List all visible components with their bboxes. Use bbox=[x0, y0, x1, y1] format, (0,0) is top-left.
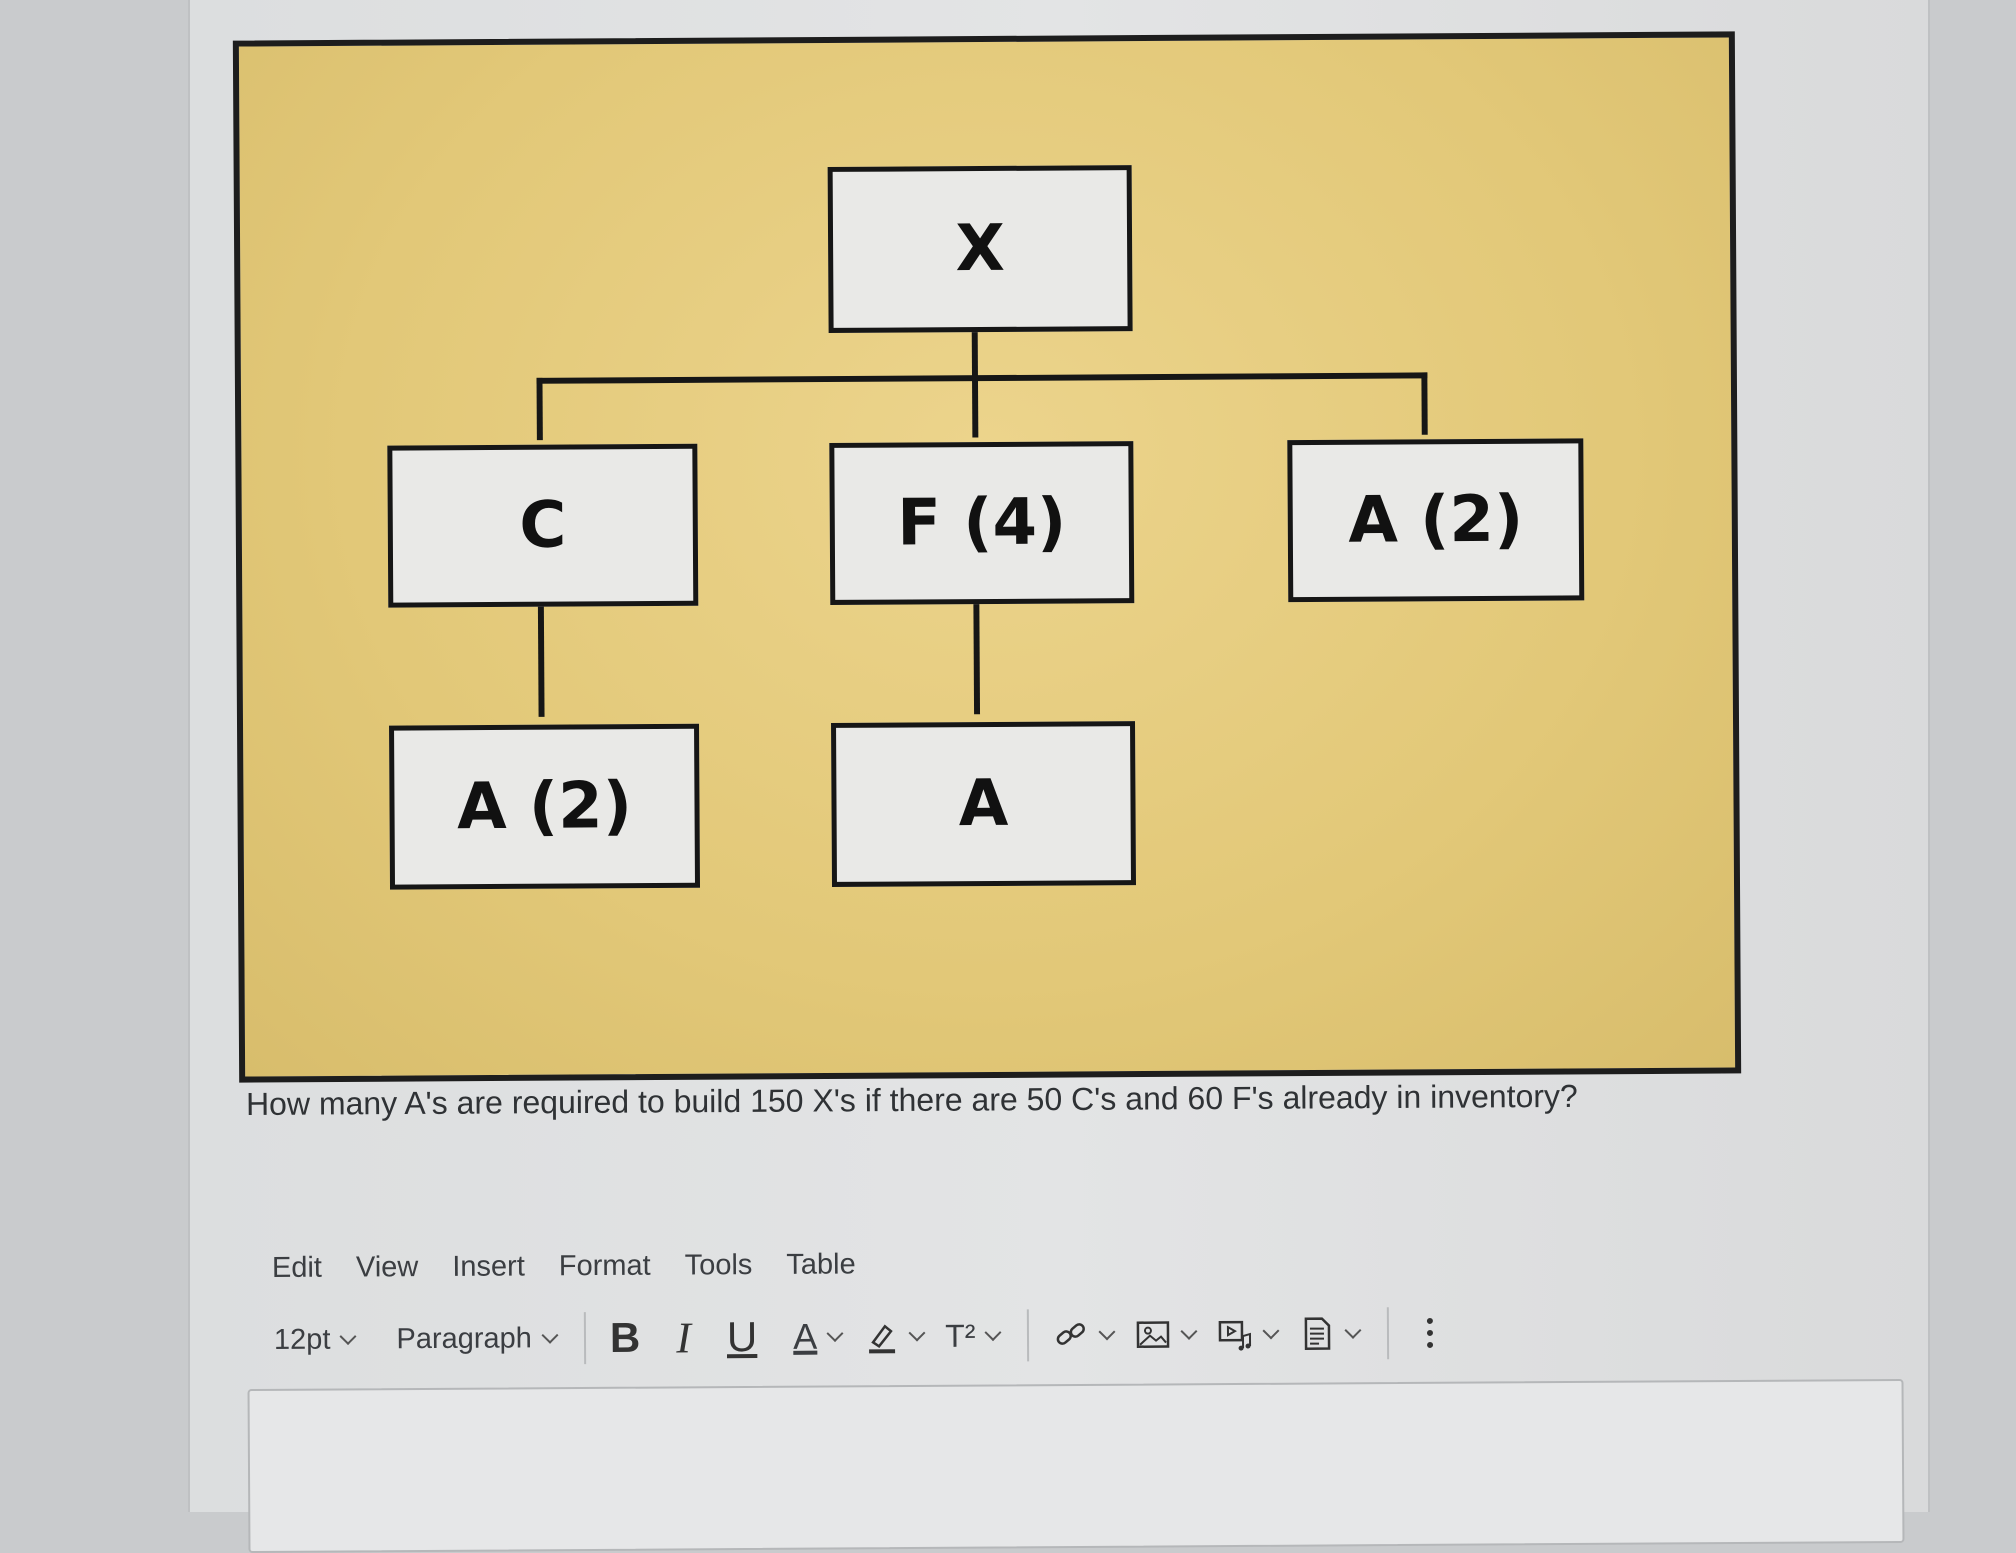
connector-f-to-a bbox=[976, 596, 977, 715]
node-a-under-f: A bbox=[831, 721, 1136, 887]
text-color-icon: A bbox=[793, 1316, 817, 1358]
chevron-down-icon bbox=[1263, 1322, 1280, 1339]
editor-toolbar: 12pt Paragraph B I U A T² bbox=[274, 1301, 1704, 1370]
media-icon bbox=[1217, 1316, 1253, 1352]
chevron-down-icon bbox=[1345, 1322, 1362, 1339]
highlight-button[interactable] bbox=[863, 1318, 923, 1354]
node-x: X bbox=[828, 165, 1133, 333]
toolbar-divider bbox=[584, 1312, 586, 1364]
chevron-down-icon bbox=[1181, 1323, 1198, 1340]
node-a-under-c-label: A (2) bbox=[457, 769, 632, 844]
more-options-icon[interactable] bbox=[1427, 1318, 1433, 1348]
text-color-button[interactable]: A bbox=[793, 1316, 841, 1358]
chevron-down-icon bbox=[340, 1328, 357, 1345]
menu-table[interactable]: Table bbox=[786, 1248, 856, 1292]
connector-c-to-a bbox=[541, 598, 542, 717]
editor-menubar: Edit View Insert Format Tools Table bbox=[272, 1248, 856, 1296]
media-button[interactable] bbox=[1217, 1316, 1277, 1352]
chevron-down-icon bbox=[909, 1325, 926, 1342]
node-f: F (4) bbox=[829, 441, 1134, 605]
bold-button[interactable]: B bbox=[610, 1314, 641, 1362]
node-a-under-c: A (2) bbox=[389, 724, 700, 890]
block-format-select[interactable]: Paragraph bbox=[396, 1322, 556, 1356]
image-button[interactable] bbox=[1135, 1316, 1195, 1352]
chevron-down-icon bbox=[827, 1325, 844, 1342]
answer-editor-textarea[interactable] bbox=[248, 1379, 1905, 1553]
document-icon bbox=[1299, 1316, 1335, 1352]
menu-format[interactable]: Format bbox=[559, 1250, 651, 1295]
node-x-label: X bbox=[955, 212, 1005, 286]
font-size-value: 12pt bbox=[274, 1323, 331, 1356]
menu-tools[interactable]: Tools bbox=[685, 1249, 753, 1293]
menu-view[interactable]: View bbox=[356, 1251, 419, 1295]
highlight-icon bbox=[863, 1318, 899, 1354]
superscript-button[interactable]: T² bbox=[945, 1317, 999, 1354]
connector-horizontal-bar bbox=[537, 375, 1428, 380]
block-format-value: Paragraph bbox=[396, 1322, 532, 1356]
menu-insert[interactable]: Insert bbox=[452, 1250, 525, 1294]
superscript-icon: T² bbox=[945, 1317, 975, 1354]
bill-of-materials-diagram: X C F (4) A (2) A (2) A bbox=[233, 31, 1741, 1082]
chevron-down-icon bbox=[541, 1327, 558, 1344]
menu-edit[interactable]: Edit bbox=[272, 1252, 322, 1296]
node-c-label: C bbox=[519, 489, 566, 563]
node-a-under-f-label: A bbox=[959, 767, 1009, 841]
image-icon bbox=[1135, 1317, 1171, 1353]
link-button[interactable] bbox=[1053, 1317, 1113, 1353]
toolbar-divider bbox=[1027, 1309, 1029, 1361]
chevron-down-icon bbox=[985, 1324, 1002, 1341]
link-icon bbox=[1053, 1317, 1089, 1353]
font-size-select[interactable]: 12pt bbox=[274, 1323, 355, 1356]
document-button[interactable] bbox=[1299, 1315, 1359, 1351]
node-a-top: A (2) bbox=[1287, 438, 1584, 602]
node-c: C bbox=[387, 444, 698, 608]
toolbar-divider bbox=[1387, 1307, 1389, 1359]
chevron-down-icon bbox=[1099, 1323, 1116, 1340]
node-a-top-label: A (2) bbox=[1348, 483, 1523, 558]
italic-button[interactable]: I bbox=[676, 1312, 691, 1363]
underline-button[interactable]: U bbox=[727, 1313, 758, 1361]
node-f-label: F (4) bbox=[897, 486, 1066, 561]
